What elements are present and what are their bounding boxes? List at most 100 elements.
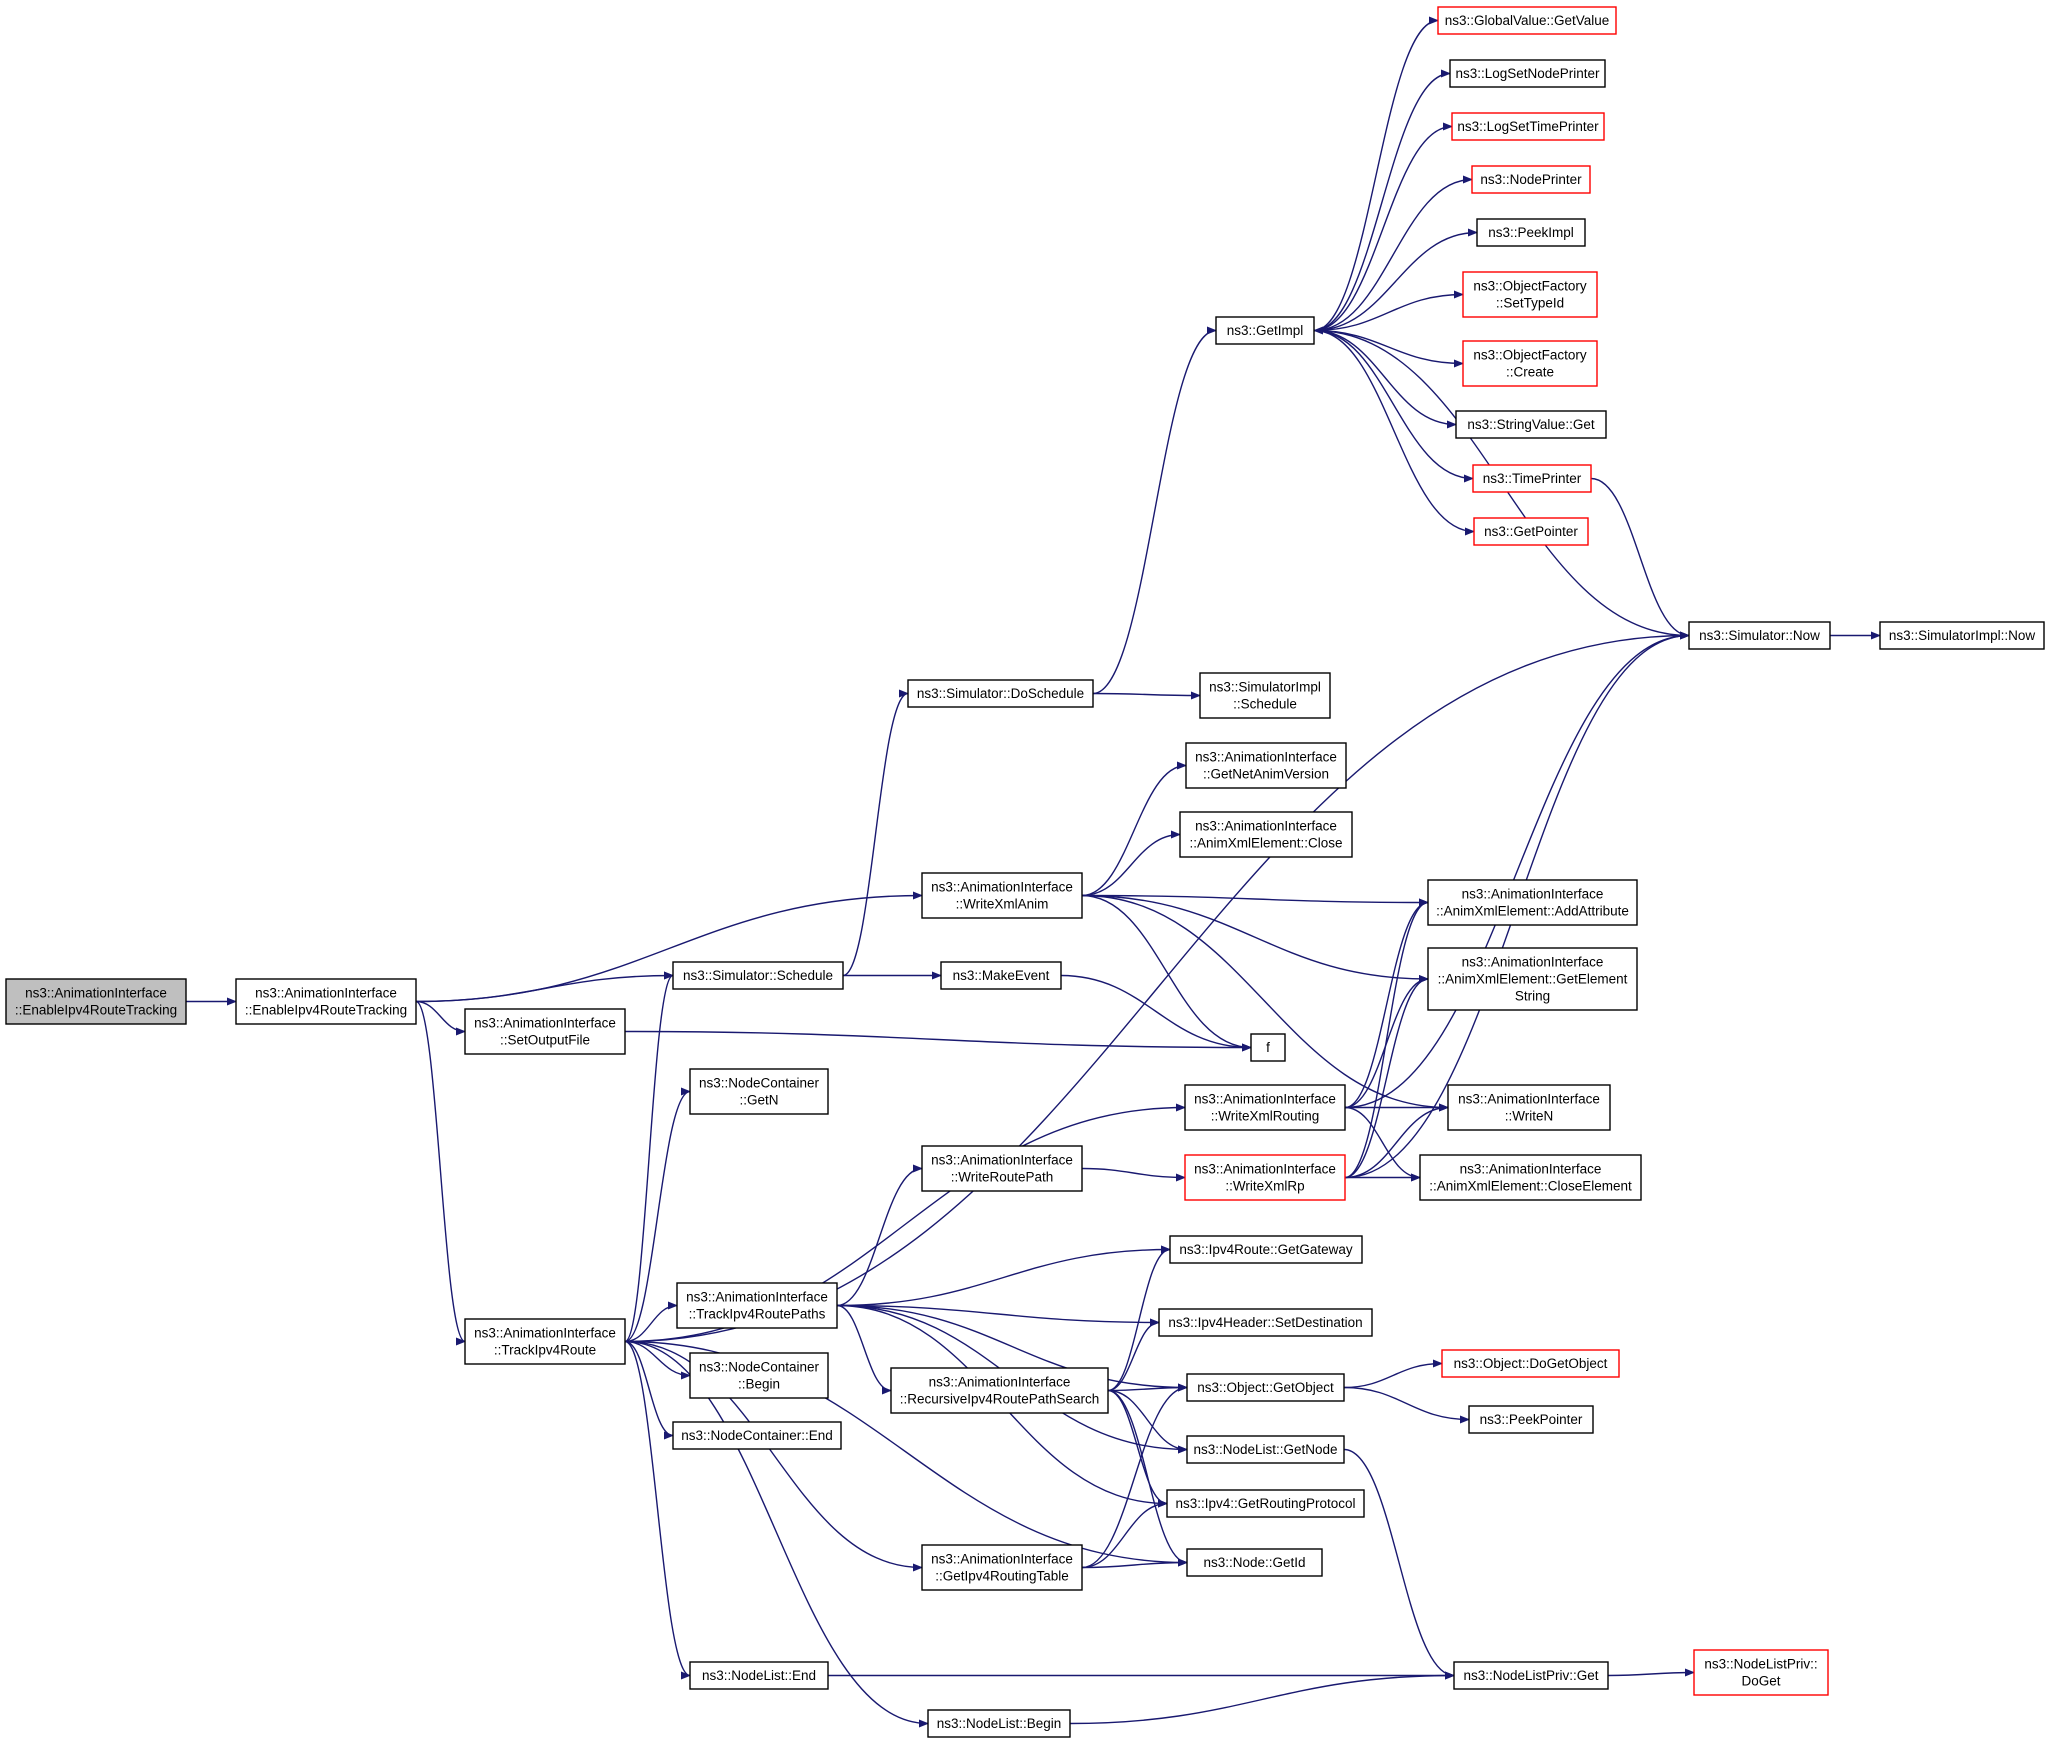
node-writen[interactable]: ns3::AnimationInterface::WriteN [1447, 1084, 1611, 1131]
node-box-writexmlrouting[interactable] [1184, 1084, 1346, 1131]
node-box-f[interactable] [1250, 1033, 1286, 1062]
node-box-addattr[interactable] [1427, 879, 1638, 926]
node-box-nodeprinter[interactable] [1471, 165, 1591, 194]
node-box-nlend[interactable] [689, 1661, 829, 1690]
node-box-setdest[interactable] [1158, 1308, 1373, 1337]
node-box-getimpl[interactable] [1215, 316, 1315, 345]
node-box-dogetobject[interactable] [1441, 1349, 1620, 1378]
node-globalvalue[interactable]: ns3::GlobalValue::GetValue [1437, 6, 1617, 35]
node-simimplnow[interactable]: ns3::SimulatorImpl::Now [1879, 621, 2045, 650]
node-simnow[interactable]: ns3::Simulator::Now [1688, 621, 1831, 650]
node-box-closeelem[interactable] [1419, 1154, 1642, 1201]
node-ncend[interactable]: ns3::NodeContainer::End [672, 1421, 842, 1450]
node-box-track[interactable] [464, 1318, 626, 1365]
node-logtime[interactable]: ns3::LogSetTimePrinter [1451, 112, 1605, 141]
node-box-nlprivdoget[interactable] [1693, 1649, 1829, 1696]
node-lognode[interactable]: ns3::LogSetNodePrinter [1449, 59, 1606, 88]
node-box-ncbegin[interactable] [689, 1352, 829, 1399]
node-settypeid[interactable]: ns3::ObjectFactory::SetTypeId [1462, 271, 1598, 318]
node-simimplschedule[interactable]: ns3::SimulatorImpl::Schedule [1199, 672, 1331, 719]
node-box-simimplnow[interactable] [1879, 621, 2045, 650]
node-box-getn[interactable] [689, 1068, 829, 1115]
node-makeevent[interactable]: ns3::MakeEvent [940, 961, 1062, 990]
node-timeprinter[interactable]: ns3::TimePrinter [1472, 464, 1592, 493]
node-box-getobject[interactable] [1186, 1373, 1345, 1402]
node-box-globalvalue[interactable] [1437, 6, 1617, 35]
node-box-writeroutepath[interactable] [921, 1145, 1083, 1192]
node-getelemstr[interactable]: ns3::AnimationInterface::AnimXmlElement:… [1427, 947, 1638, 1011]
node-box-setoutput[interactable] [464, 1008, 626, 1055]
node-peekpointer[interactable]: ns3::PeekPointer [1468, 1405, 1594, 1434]
node-box-recursive[interactable] [890, 1367, 1109, 1414]
node-getnode[interactable]: ns3::NodeList::GetNode [1186, 1435, 1345, 1464]
node-nodeprinter[interactable]: ns3::NodePrinter [1471, 165, 1591, 194]
node-box-lognode[interactable] [1449, 59, 1606, 88]
node-box-writen[interactable] [1447, 1084, 1611, 1131]
node-box-nlbegin[interactable] [927, 1709, 1071, 1738]
node-nlprivget[interactable]: ns3::NodeListPriv::Get [1453, 1661, 1609, 1690]
node-box-ncend[interactable] [672, 1421, 842, 1450]
node-root[interactable]: ns3::AnimationInterface::EnableIpv4Route… [5, 978, 187, 1025]
node-getn[interactable]: ns3::NodeContainer::GetN [689, 1068, 829, 1115]
node-nodegetid[interactable]: ns3::Node::GetId [1186, 1548, 1323, 1577]
node-nlend[interactable]: ns3::NodeList::End [689, 1661, 829, 1690]
node-netanimver[interactable]: ns3::AnimationInterface::GetNetAnimVersi… [1185, 742, 1347, 789]
node-trackpaths[interactable]: ns3::AnimationInterface::TrackIpv4RouteP… [676, 1282, 838, 1329]
node-getimpl[interactable]: ns3::GetImpl [1215, 316, 1315, 345]
node-box-getelemstr[interactable] [1427, 947, 1638, 1011]
node-ncbegin[interactable]: ns3::NodeContainer::Begin [689, 1352, 829, 1399]
node-writexmlrouting[interactable]: ns3::AnimationInterface::WriteXmlRouting [1184, 1084, 1346, 1131]
node-box-writexmlanim[interactable] [921, 872, 1083, 919]
node-box-enable[interactable] [235, 978, 417, 1025]
node-stringget[interactable]: ns3::StringValue::Get [1455, 410, 1607, 439]
node-box-create[interactable] [1462, 340, 1598, 387]
node-box-peekpointer[interactable] [1468, 1405, 1594, 1434]
node-box-getroutingtable[interactable] [921, 1544, 1083, 1591]
node-dogetobject[interactable]: ns3::Object::DoGetObject [1441, 1349, 1620, 1378]
node-box-schedule[interactable] [672, 961, 844, 990]
node-setdest[interactable]: ns3::Ipv4Header::SetDestination [1158, 1308, 1373, 1337]
node-box-nodegetid[interactable] [1186, 1548, 1323, 1577]
node-box-root[interactable] [5, 978, 187, 1025]
node-enable[interactable]: ns3::AnimationInterface::EnableIpv4Route… [235, 978, 417, 1025]
node-box-getpointer[interactable] [1473, 517, 1589, 546]
node-getpointer[interactable]: ns3::GetPointer [1473, 517, 1589, 546]
node-xmlclose[interactable]: ns3::AnimationInterface::AnimXmlElement:… [1179, 811, 1353, 858]
node-getrouting[interactable]: ns3::Ipv4::GetRoutingProtocol [1166, 1489, 1365, 1518]
node-setoutput[interactable]: ns3::AnimationInterface::SetOutputFile [464, 1008, 626, 1055]
node-box-getgateway[interactable] [1169, 1235, 1363, 1264]
node-closeelem[interactable]: ns3::AnimationInterface::AnimXmlElement:… [1419, 1154, 1642, 1201]
node-getgateway[interactable]: ns3::Ipv4Route::GetGateway [1169, 1235, 1363, 1264]
node-box-settypeid[interactable] [1462, 271, 1598, 318]
node-nlbegin[interactable]: ns3::NodeList::Begin [927, 1709, 1071, 1738]
node-track[interactable]: ns3::AnimationInterface::TrackIpv4Route [464, 1318, 626, 1365]
node-writeroutepath[interactable]: ns3::AnimationInterface::WriteRoutePath [921, 1145, 1083, 1192]
node-box-peekimpl[interactable] [1476, 218, 1586, 247]
node-box-doschedule[interactable] [907, 679, 1094, 708]
node-box-simnow[interactable] [1688, 621, 1831, 650]
node-recursive[interactable]: ns3::AnimationInterface::RecursiveIpv4Ro… [890, 1367, 1109, 1414]
node-create[interactable]: ns3::ObjectFactory::Create [1462, 340, 1598, 387]
node-box-writexmlrp[interactable] [1184, 1154, 1346, 1201]
node-box-nlprivget[interactable] [1453, 1661, 1609, 1690]
node-box-xmlclose[interactable] [1179, 811, 1353, 858]
node-schedule[interactable]: ns3::Simulator::Schedule [672, 961, 844, 990]
node-addattr[interactable]: ns3::AnimationInterface::AnimXmlElement:… [1427, 879, 1638, 926]
node-box-logtime[interactable] [1451, 112, 1605, 141]
node-box-stringget[interactable] [1455, 410, 1607, 439]
node-getroutingtable[interactable]: ns3::AnimationInterface::GetIpv4RoutingT… [921, 1544, 1083, 1591]
node-getobject[interactable]: ns3::Object::GetObject [1186, 1373, 1345, 1402]
node-box-getnode[interactable] [1186, 1435, 1345, 1464]
node-writexmlanim[interactable]: ns3::AnimationInterface::WriteXmlAnim [921, 872, 1083, 919]
node-box-makeevent[interactable] [940, 961, 1062, 990]
node-f[interactable]: f [1250, 1033, 1286, 1062]
node-box-timeprinter[interactable] [1472, 464, 1592, 493]
node-peekimpl[interactable]: ns3::PeekImpl [1476, 218, 1586, 247]
node-doschedule[interactable]: ns3::Simulator::DoSchedule [907, 679, 1094, 708]
node-box-simimplschedule[interactable] [1199, 672, 1331, 719]
node-nlprivdoget[interactable]: ns3::NodeListPriv::DoGet [1693, 1649, 1829, 1696]
node-writexmlrp[interactable]: ns3::AnimationInterface::WriteXmlRp [1184, 1154, 1346, 1201]
node-box-trackpaths[interactable] [676, 1282, 838, 1329]
node-box-getrouting[interactable] [1166, 1489, 1365, 1518]
node-box-netanimver[interactable] [1185, 742, 1347, 789]
